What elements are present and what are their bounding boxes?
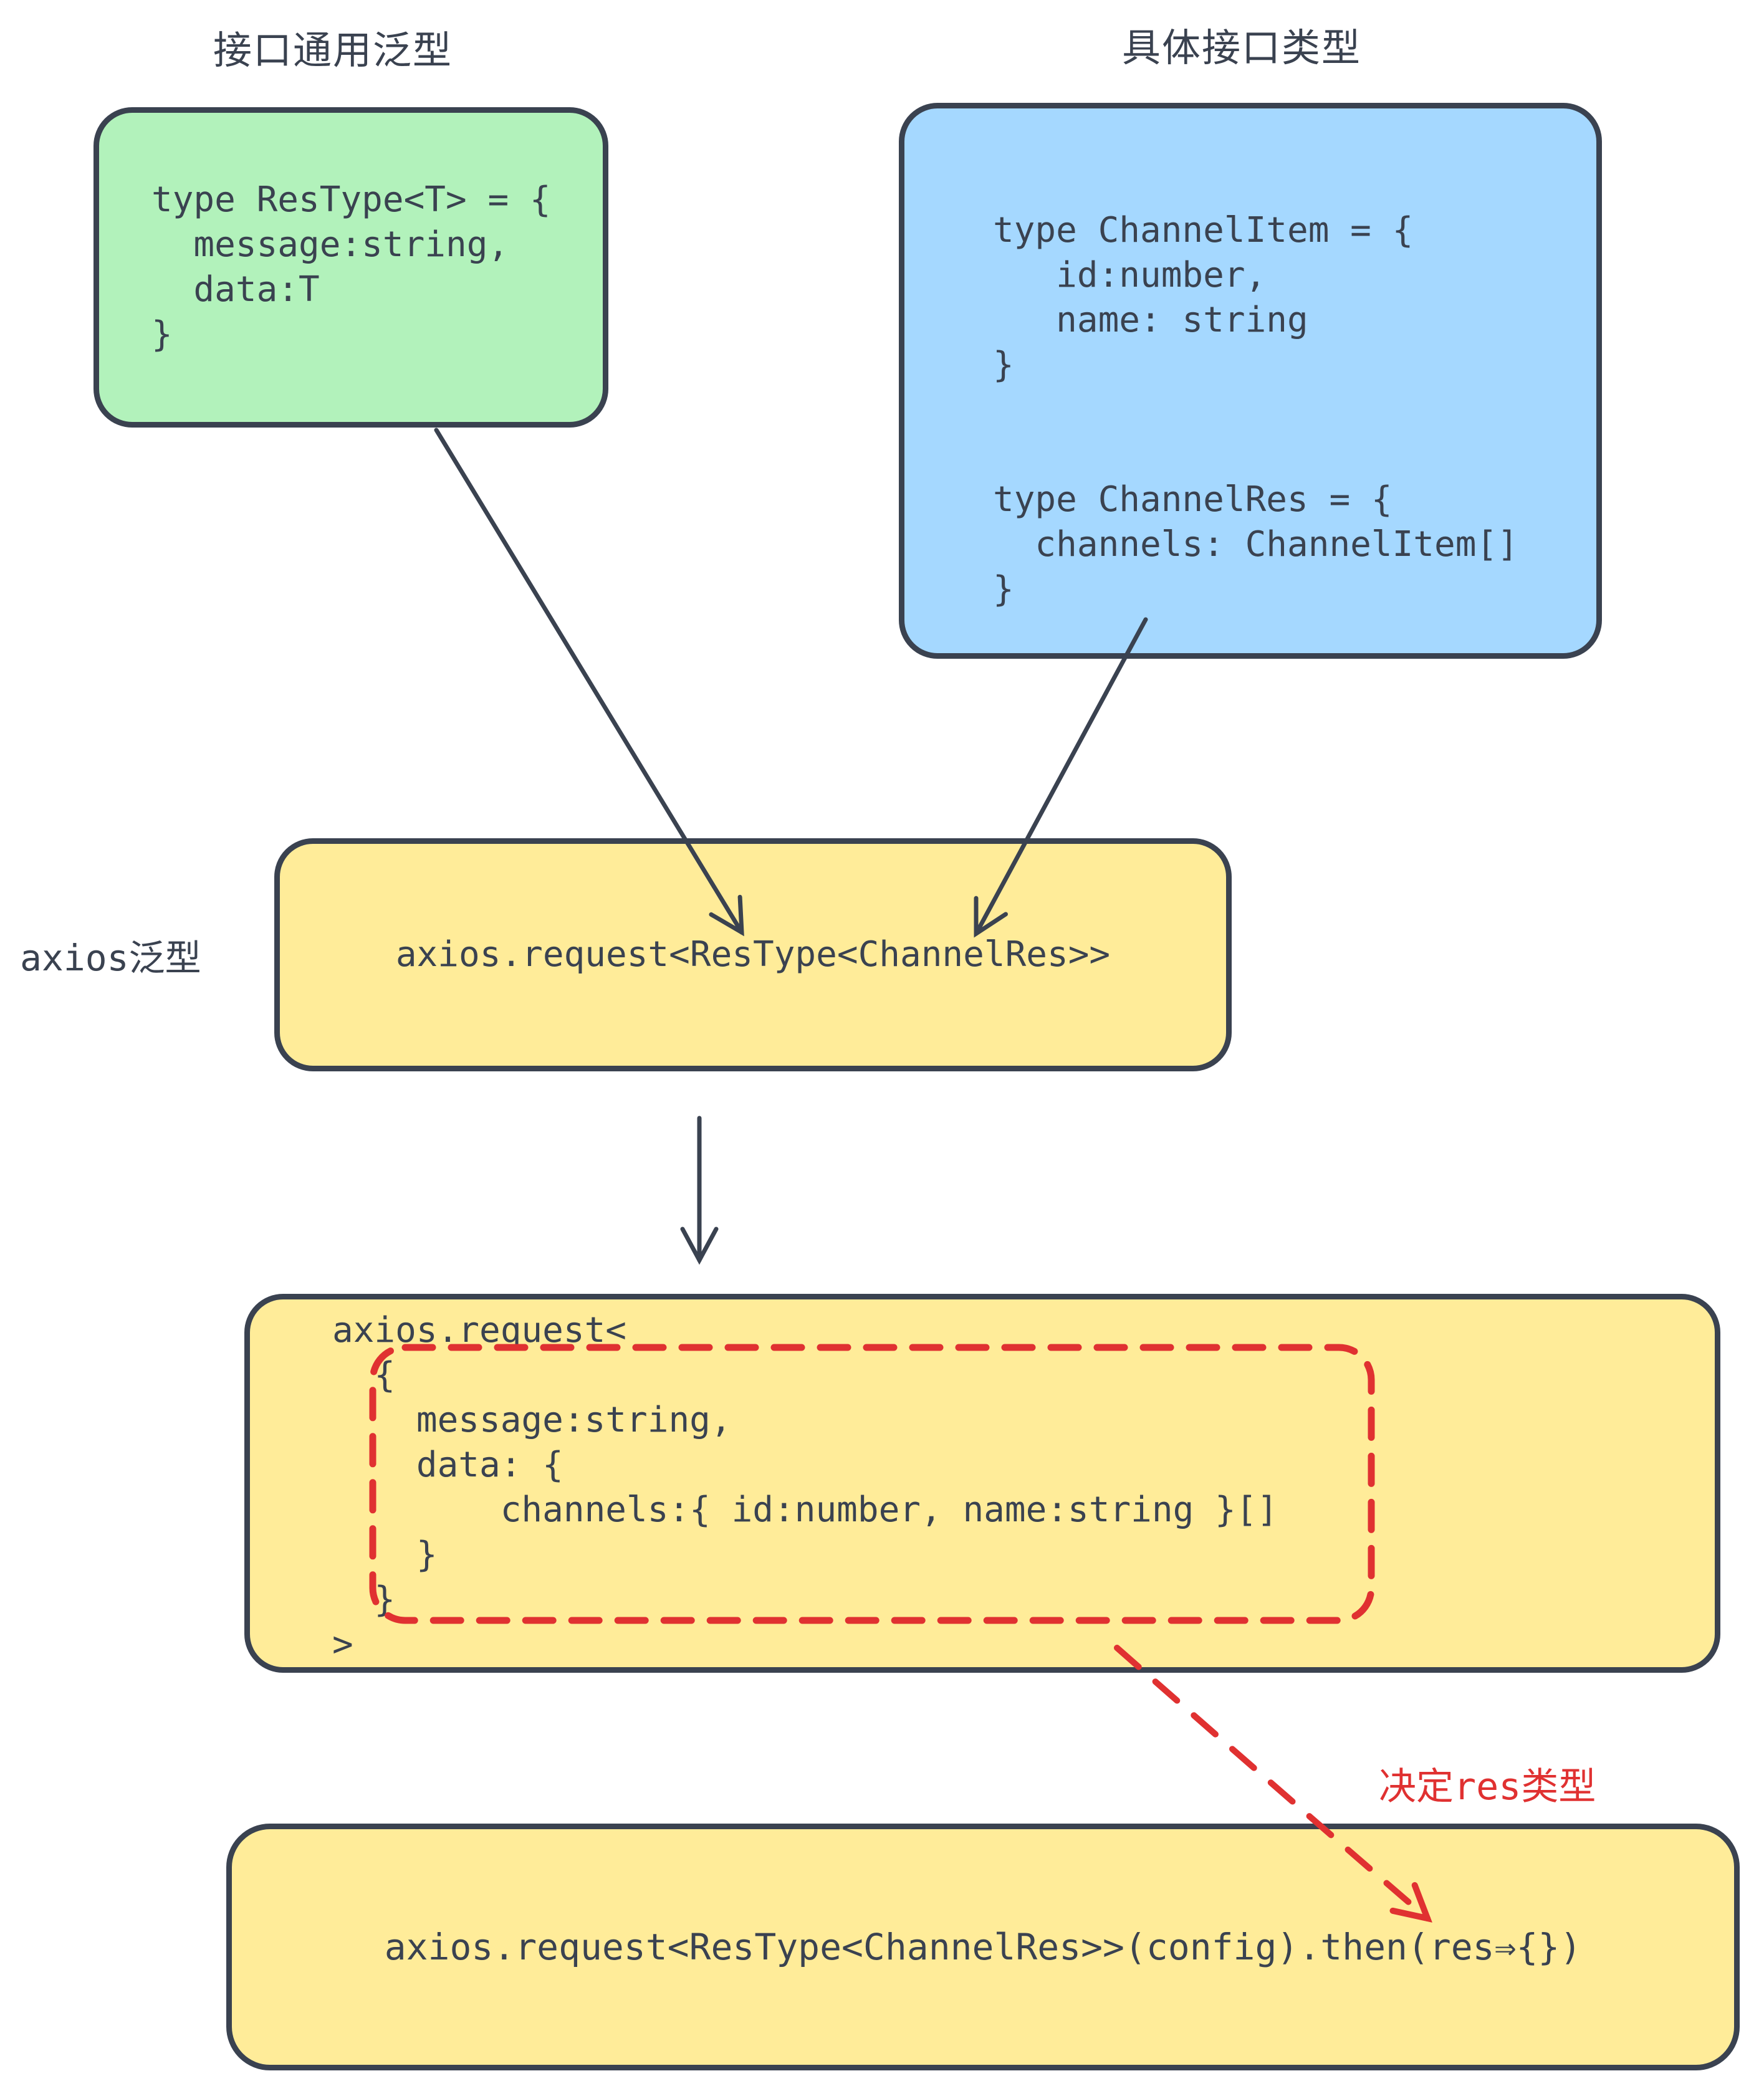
- res-type-annotation: 决定res类型: [1379, 1765, 1596, 1809]
- channel-types-box: type ChannelItem = { id:number, name: st…: [899, 103, 1602, 659]
- axios-full-call-code: axios.request<ResType<ChannelRes>>(confi…: [384, 1926, 1582, 1968]
- channel-types-code: type ChannelItem = { id:number, name: st…: [993, 210, 1518, 610]
- title-concrete-interface-type: 具体接口类型: [1122, 25, 1362, 70]
- restype-generic-box: type ResType<T> = { message:string, data…: [93, 107, 608, 428]
- axios-full-call-box: axios.request<ResType<ChannelRes>>(confi…: [226, 1824, 1740, 2070]
- title-generic-interface-type: 接口通用泛型: [213, 27, 453, 73]
- axios-expanded-box: axios.request< { message:string, data: {…: [244, 1294, 1720, 1673]
- axios-expanded-code: axios.request< { message:string, data: {…: [332, 1310, 1278, 1665]
- restype-code: type ResType<T> = { message:string, data…: [151, 179, 551, 355]
- axios-generic-box: axios.request<ResType<ChannelRes>>: [274, 838, 1232, 1071]
- axios-generic-label: axios泛型: [20, 937, 201, 979]
- axios-generic-code: axios.request<ResType<ChannelRes>>: [395, 934, 1111, 975]
